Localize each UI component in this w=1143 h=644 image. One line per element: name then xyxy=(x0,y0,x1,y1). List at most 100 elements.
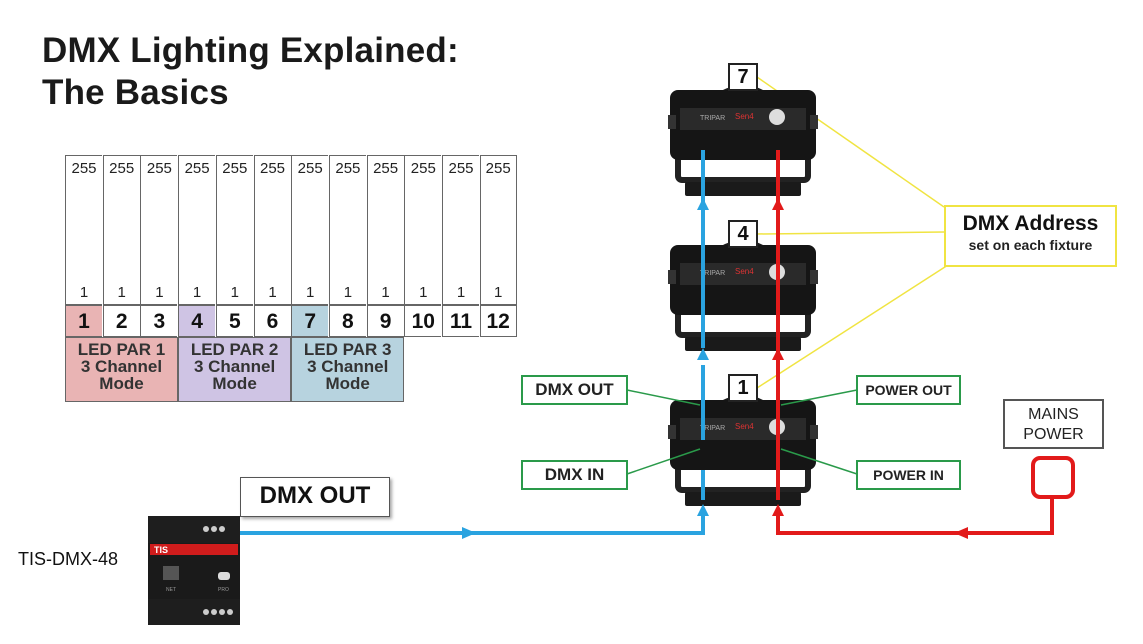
mains-line-2: POWER xyxy=(1023,426,1084,443)
channel-value: 255 xyxy=(448,160,474,177)
fixture-top: TRIPAR Sen4 xyxy=(668,85,818,196)
power-arrow-up-icon-1 xyxy=(772,504,784,516)
led-par-text: Mode xyxy=(212,374,257,393)
channel-column: 255 1 xyxy=(102,155,140,305)
channel-number: 7 xyxy=(291,305,329,337)
channel-value: 255 xyxy=(222,160,248,177)
channel-value: 255 xyxy=(259,160,286,177)
power-out-callout-line xyxy=(780,389,858,406)
channel-column: 255 1 xyxy=(140,155,178,305)
device-name-label: TIS-DMX-48 xyxy=(18,549,119,569)
fixture-middle: TRIPAR Sen4 xyxy=(668,240,818,351)
led-par-text: 3 Channel xyxy=(193,357,276,376)
channel-number: 5 xyxy=(215,305,253,337)
led-par-text: LED PAR 3 xyxy=(303,340,392,359)
dmx-arrow-up-icon-2 xyxy=(697,348,709,360)
dmx-arrow-up-icon-3 xyxy=(697,198,709,210)
channel-bottom-value: 1 xyxy=(268,284,277,301)
led-par-text: LED PAR 2 xyxy=(190,340,279,359)
channel-bottom-value: 1 xyxy=(419,284,428,301)
channel-bottom-value: 1 xyxy=(381,284,390,301)
channel-bottom-value: 1 xyxy=(192,284,202,301)
channel-column: 255 1 xyxy=(404,155,442,305)
channel-bottom-value: 1 xyxy=(155,284,164,301)
svg-text:Sen4: Sen4 xyxy=(735,267,754,276)
mains-power-label: MAINS POWER xyxy=(1003,399,1104,449)
channel-value: 255 xyxy=(485,160,511,177)
dmx-out-callout-line xyxy=(626,389,701,406)
channel-number: 1 xyxy=(65,305,102,337)
power-arrow-up-icon-2 xyxy=(772,348,784,360)
channel-number: 8 xyxy=(328,305,366,337)
address-badge-4: 4 xyxy=(728,220,758,248)
channel-column: 255 1 xyxy=(479,155,517,305)
svg-text:PRO: PRO xyxy=(218,587,229,593)
channel-bottom-value: 1 xyxy=(343,284,353,301)
power-line xyxy=(776,497,1054,535)
svg-text:TRIPAR: TRIPAR xyxy=(700,270,725,277)
channel-value: 255 xyxy=(410,160,436,177)
channel-number: 3 xyxy=(140,305,178,337)
svg-text:Sen4: Sen4 xyxy=(735,422,754,431)
dmx-in-label: DMX IN xyxy=(521,460,628,490)
channel-bottom-value: 1 xyxy=(456,284,466,301)
dmx-controller-device: TIS NET PRO xyxy=(148,516,240,625)
fixture-bottom: TRIPAR Sen4 xyxy=(668,395,818,506)
dmx-arrow-up-icon-1 xyxy=(697,504,709,516)
power-arrow-icon xyxy=(954,527,968,539)
page-title: DMX Lighting Explained: The Basics xyxy=(42,30,459,114)
dmx-signal-line xyxy=(238,510,705,535)
led-par-text: Mode xyxy=(99,374,144,393)
power-in-callout-line xyxy=(780,448,858,475)
led-par-text: 3 Channel xyxy=(80,357,163,376)
channel-number: 9 xyxy=(366,305,404,337)
dmx-arrow-icon xyxy=(462,527,476,539)
channel-number: 11 xyxy=(442,305,479,337)
led-par-text: 3 Channel xyxy=(307,357,389,376)
channel-number: 6 xyxy=(253,305,291,337)
channel-value: 255 xyxy=(146,160,172,177)
dmx-address-title: DMX Address xyxy=(962,212,1099,235)
svg-text:TIS: TIS xyxy=(154,545,168,555)
channel-column: 255 1 xyxy=(328,155,366,305)
mains-outlet-icon xyxy=(1031,456,1075,499)
dmx-out-main-label: DMX OUT xyxy=(240,477,390,517)
svg-text:Sen4: Sen4 xyxy=(735,112,754,121)
channel-bottom-value: 1 xyxy=(230,284,239,301)
channel-value: 255 xyxy=(71,160,97,177)
channel-value: 255 xyxy=(373,160,399,177)
channel-number: 2 xyxy=(102,305,140,337)
channel-number: 4 xyxy=(178,305,216,337)
channel-column: 255 1 xyxy=(442,155,479,305)
svg-text:NET: NET xyxy=(166,587,176,593)
channel-number: 10 xyxy=(404,305,442,337)
channel-value: 255 xyxy=(109,160,135,177)
channel-value: 255 xyxy=(297,160,323,177)
svg-text:TRIPAR: TRIPAR xyxy=(700,115,725,122)
power-out-label: POWER OUT xyxy=(856,375,961,405)
dmx-in-callout-line xyxy=(626,448,701,475)
dmx-out-label: DMX OUT xyxy=(521,375,628,405)
address-badge-1: 1 xyxy=(728,374,758,402)
channel-bottom-value: 1 xyxy=(494,284,503,301)
led-par-text: LED PAR 1 xyxy=(77,340,166,359)
mains-line-1: MAINS xyxy=(1028,406,1079,423)
address-callout-line-1 xyxy=(756,264,949,389)
channel-column: 255 1 xyxy=(366,155,404,305)
channel-value: 255 xyxy=(335,160,361,177)
channel-column: 255 1 xyxy=(253,155,291,305)
dmx-address-subtitle: set on each fixture xyxy=(968,237,1093,253)
svg-text:TRIPAR: TRIPAR xyxy=(700,425,725,432)
address-callout-line-4 xyxy=(756,231,945,235)
title-line-1: DMX Lighting Explained: xyxy=(42,31,459,70)
channel-bottom-value: 1 xyxy=(117,284,126,301)
led-par-text: Mode xyxy=(325,374,370,393)
dmx-address-callout: DMX Address set on each fixture xyxy=(944,205,1117,267)
